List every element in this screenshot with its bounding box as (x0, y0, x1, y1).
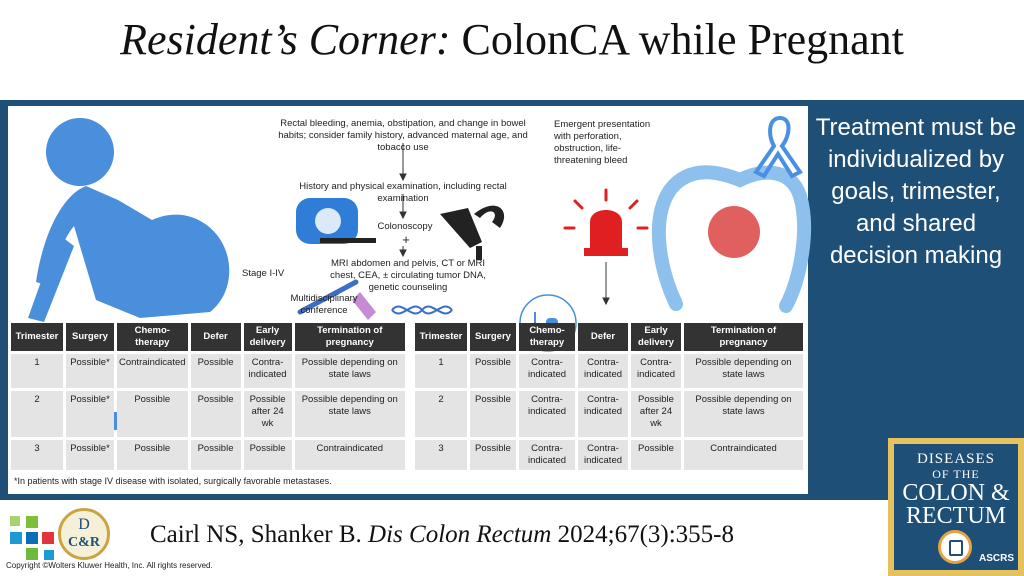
flow-step-imaging: MRI abdomen and pelvis, CT or MRI chest,… (330, 258, 486, 293)
col-termination: Termination of pregnancy (684, 323, 803, 351)
journal-org: ASCRS (978, 553, 1014, 564)
table-cell: Contra-indicated (578, 440, 628, 470)
table-header-row: Trimester Surgery Chemo-therapy Defer Ea… (415, 323, 803, 351)
table-cell: Contra-indicated (578, 391, 628, 437)
journal-line-2: OF THE (932, 467, 980, 481)
ascrs-emblem-icon (938, 530, 972, 564)
table-cell: Possible (470, 354, 516, 388)
table-cell: 2 (415, 391, 467, 437)
table-cell: Possible depending on state laws (294, 391, 405, 437)
citation-reference: 2024;67(3):355-8 (557, 521, 734, 548)
table-cell: Possible depending on state laws (684, 391, 803, 437)
document-icon (949, 540, 963, 556)
table-cell: Possible (631, 440, 681, 470)
table-cell: 1 (11, 354, 63, 388)
journal-line-3: COLON & (902, 480, 1010, 506)
emergent-label: Emergent presentation with perforation, … (554, 119, 651, 166)
table-row: 1 Possible* Contraindicated Possible Con… (11, 354, 405, 388)
table-row: 2 Possible Contra-indicated Contra-indic… (415, 391, 803, 437)
col-early-delivery: Early delivery (631, 323, 681, 351)
table-cell: 3 (11, 440, 63, 470)
table-cell: Possible depending on state laws (294, 354, 405, 388)
table-cell: Contra-indicated (578, 354, 628, 388)
dcr-seal-cr: C&R (68, 535, 100, 550)
journal-line-4: RECTUM (905, 503, 1006, 529)
mri-scanner-icon (296, 198, 376, 244)
table-header-row: Trimester Surgery Chemo-therapy Defer Ea… (11, 323, 405, 351)
dcr-seal-logo: D C&R (58, 508, 110, 560)
table-cell: Contraindicated (294, 440, 405, 470)
col-chemo: Chemo-therapy (117, 323, 188, 351)
table-cell: Possible after 24 wk (631, 391, 681, 437)
col-surgery: Surgery (470, 323, 516, 351)
col-surgery: Surgery (66, 323, 114, 351)
citation-authors: Cairl NS, Shanker B. (150, 521, 362, 548)
table-cell: Contraindicated (684, 440, 803, 470)
alarm-light-icon (563, 188, 649, 256)
table-cell: Possible (190, 391, 241, 437)
treatment-table-elective: Trimester Surgery Chemo-therapy Defer Ea… (8, 320, 408, 473)
table-row: 1 Possible Contra-indicated Contra-indic… (415, 354, 803, 388)
flow-step-colonoscopy: Colonoscopy (377, 221, 433, 232)
slide-title: Resident’s Corner: ColonCA while Pregnan… (0, 15, 1024, 64)
table-cell: Contra-indicated (243, 354, 292, 388)
col-early-delivery: Early delivery (243, 323, 292, 351)
table-cell: Possible (470, 391, 516, 437)
table-cell: Contra-indicated (519, 354, 575, 388)
pregnant-woman-icon (28, 118, 230, 322)
flow-step-history: History and physical examination, includ… (299, 181, 507, 204)
citation: Cairl NS, Shanker B. Dis Colon Rectum 20… (150, 521, 734, 549)
flow-step-conference: Multidisciplinary conference (290, 293, 358, 316)
table-footnote: *In patients with stage IV disease with … (14, 476, 332, 486)
table-cell: Possible depending on state laws (684, 354, 803, 388)
table-cell: 3 (415, 440, 467, 470)
stage-label: Stage I-IV (242, 268, 285, 279)
flow-step-symptoms: Rectal bleeding, anemia, obstipation, an… (278, 118, 528, 153)
table-cell: Possible* (66, 391, 114, 437)
col-trimester: Trimester (415, 323, 467, 351)
table-cell: Contra-indicated (519, 440, 575, 470)
wolters-kluwer-logo (10, 516, 54, 560)
table-cell: Contra-indicated (631, 354, 681, 388)
flow-arrows (399, 143, 610, 306)
table-cell: Possible (117, 391, 188, 437)
citation-journal: Dis Colon Rectum (368, 521, 552, 548)
colonoscope-icon (440, 205, 505, 260)
table-cell: Possible after 24 wk (243, 391, 292, 437)
col-termination: Termination of pregnancy (294, 323, 405, 351)
table-row: 2 Possible* Possible Possible Possible a… (11, 391, 405, 437)
table-cell: Possible (470, 440, 516, 470)
table-cell: Contraindicated (117, 354, 188, 388)
journal-cover-inner: DISEASES OF THE COLON & RECTUM ASCRS (894, 444, 1018, 570)
table-cell: Possible (190, 440, 241, 470)
table-cell: Possible (117, 440, 188, 470)
journal-cover: DISEASES OF THE COLON & RECTUM ASCRS (888, 438, 1024, 576)
colon-icon (651, 165, 812, 313)
copyright-text: Copyright ©Wolters Kluwer Health, Inc. A… (6, 561, 213, 570)
table-row: 3 Possible* Possible Possible Possible C… (11, 440, 405, 470)
table-cell: 1 (415, 354, 467, 388)
dna-icon (352, 292, 453, 320)
table-cell: 2 (11, 391, 63, 437)
table-cell: Possible (243, 440, 292, 470)
title-rest: ColonCA while Pregnant (461, 15, 904, 64)
dcr-seal-d: D (78, 516, 90, 533)
key-message: Treatment must be individualized by goal… (815, 114, 1017, 269)
treatment-table-emergent: Trimester Surgery Chemo-therapy Defer Ea… (412, 320, 806, 473)
journal-line-1: DISEASES (916, 451, 995, 467)
col-defer: Defer (190, 323, 241, 351)
col-chemo: Chemo-therapy (519, 323, 575, 351)
table-cell: Possible* (66, 440, 114, 470)
table-cell: Possible* (66, 354, 114, 388)
title-italic: Resident’s Corner: (120, 15, 451, 64)
awareness-ribbon-icon (753, 115, 803, 179)
table-cell: Contra-indicated (519, 391, 575, 437)
col-trimester: Trimester (11, 323, 63, 351)
table-row: 3 Possible Contra-indicated Contra-indic… (415, 440, 803, 470)
table-cell: Possible (190, 354, 241, 388)
col-defer: Defer (578, 323, 628, 351)
flow-plus: + (402, 232, 410, 247)
